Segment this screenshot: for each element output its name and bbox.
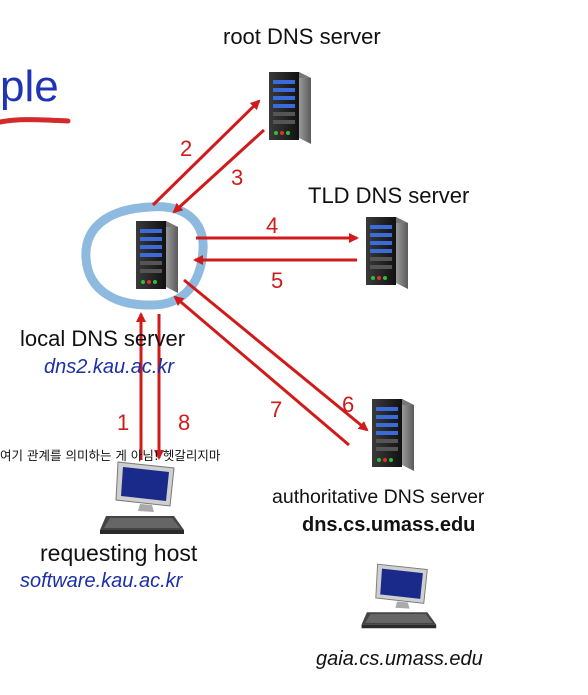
step-5-label: 5 xyxy=(271,268,284,293)
root-server-label: root DNS server xyxy=(223,24,381,49)
tld-server-icon xyxy=(366,217,408,289)
arrow-step-2 xyxy=(151,99,261,207)
step-6-label: 6 xyxy=(342,392,355,417)
tld-server-label: TLD DNS server xyxy=(308,183,470,208)
root-server-icon xyxy=(269,72,311,144)
authoritative-server-host: dns.cs.umass.edu xyxy=(302,514,476,536)
step-7-label: 7 xyxy=(270,397,283,422)
step-1-label: 1 xyxy=(117,410,130,435)
step-3-label: 3 xyxy=(231,165,244,190)
authoritative-server-label: authoritative DNS server xyxy=(272,486,485,508)
step-8-label: 8 xyxy=(178,410,191,435)
step-2-label: 2 xyxy=(180,136,193,161)
requesting-host-name: software.kau.ac.kr xyxy=(20,570,183,592)
title-fragment: ple xyxy=(0,62,59,111)
arrow-step-7 xyxy=(173,295,350,447)
target-host-name: gaia.cs.umass.edu xyxy=(316,648,483,670)
local-server-highlight xyxy=(81,202,208,310)
annotation-note: 여기 관계를 의미하는 게 아님! 헷갈리지마 xyxy=(0,448,221,463)
arrow-step-3 xyxy=(172,128,266,214)
local-server-host: dns2.kau.ac.kr xyxy=(44,356,175,378)
step-4-label: 4 xyxy=(266,213,279,238)
pen-underline xyxy=(0,117,71,125)
target-host-icon xyxy=(361,563,437,629)
authoritative-server-icon xyxy=(372,399,414,471)
requesting-host-icon xyxy=(99,461,185,535)
requesting-host-label: requesting host xyxy=(40,540,198,566)
arrow-step-6 xyxy=(183,278,369,432)
local-server-icon xyxy=(136,221,178,293)
local-server-label: local DNS server xyxy=(20,326,186,351)
